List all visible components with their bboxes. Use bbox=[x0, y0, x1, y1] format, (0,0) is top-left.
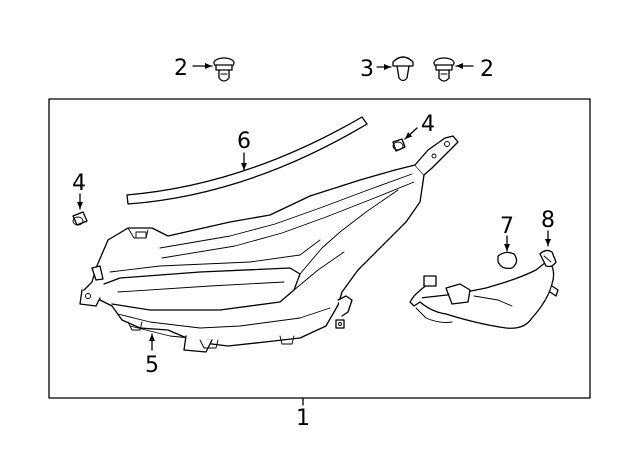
callout-6: 6 bbox=[237, 129, 251, 154]
callout-3: 3 bbox=[360, 57, 374, 82]
socket-part-8 bbox=[539, 249, 557, 268]
callout-2-left: 2 bbox=[174, 56, 188, 81]
bolt-part-2-right bbox=[433, 57, 455, 82]
callout-5: 5 bbox=[145, 353, 159, 378]
callout-4-left: 4 bbox=[72, 171, 86, 196]
bulb-part-7 bbox=[497, 251, 518, 270]
callout-7: 7 bbox=[500, 214, 514, 239]
clip-part-3 bbox=[392, 56, 414, 82]
callout-8: 8 bbox=[541, 208, 555, 233]
leader-4-right bbox=[404, 127, 418, 140]
clip-part-4-right bbox=[392, 138, 406, 152]
assembly-frame bbox=[48, 98, 591, 399]
wiring-harness bbox=[409, 261, 559, 329]
callout-4-right: 4 bbox=[421, 112, 435, 137]
headlamp-housing bbox=[79, 135, 459, 353]
callout-1: 1 bbox=[296, 406, 310, 431]
seal-strip-part-6 bbox=[126, 116, 368, 205]
clip-part-4-left bbox=[72, 211, 88, 226]
bolt-part-2-left bbox=[213, 57, 235, 82]
callout-2-right: 2 bbox=[480, 57, 494, 82]
